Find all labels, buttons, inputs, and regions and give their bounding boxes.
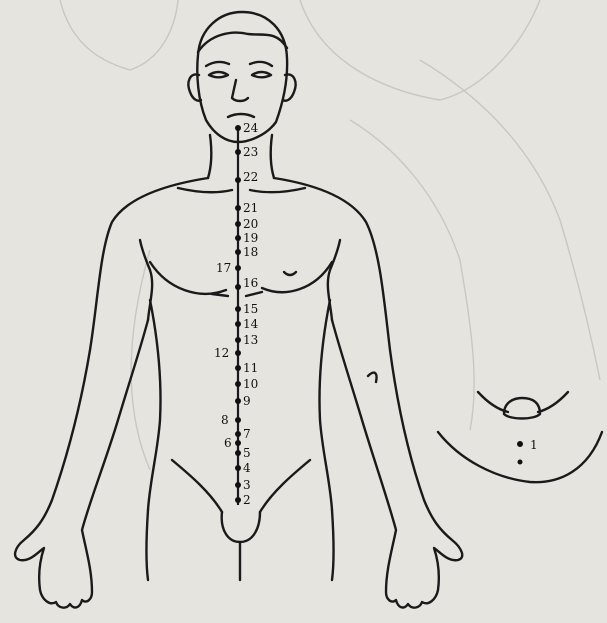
label-18: 18 <box>243 245 258 259</box>
point-14 <box>235 321 241 327</box>
label-13: 13 <box>243 333 258 347</box>
point-17 <box>235 265 241 271</box>
point-15 <box>235 306 241 312</box>
point-6 <box>235 440 241 446</box>
right-elbow-detail <box>368 373 377 382</box>
neck-left <box>208 135 211 178</box>
label-3: 3 <box>243 478 251 492</box>
point-22 <box>235 177 241 183</box>
right-leg <box>332 510 334 580</box>
label-23: 23 <box>243 145 258 159</box>
label-14: 14 <box>243 317 259 331</box>
label-4: 4 <box>243 461 251 475</box>
point-19 <box>235 235 241 241</box>
right-clavicle <box>250 188 305 192</box>
point-9 <box>235 398 241 404</box>
right-pectoral <box>262 262 332 292</box>
point-3 <box>235 482 241 488</box>
right-eye <box>252 72 271 77</box>
label-10: 10 <box>243 377 258 391</box>
label-8: 8 <box>221 413 229 427</box>
label-7: 7 <box>243 427 251 441</box>
label-15: 15 <box>243 302 258 316</box>
point-7 <box>235 431 241 437</box>
label-21: 21 <box>243 201 258 215</box>
point-24 <box>235 125 241 131</box>
point-8 <box>235 417 241 423</box>
left-eye <box>209 72 228 77</box>
neck-right <box>271 135 274 178</box>
point-13 <box>235 337 241 343</box>
point-4 <box>235 465 241 471</box>
label-19: 19 <box>243 231 258 245</box>
mouth <box>228 114 254 117</box>
left-eyebrow <box>206 62 229 66</box>
inset-scrotum <box>504 398 540 419</box>
point-2 <box>235 497 241 503</box>
hairline <box>198 33 287 52</box>
right-eyebrow <box>250 62 272 66</box>
inset-point-1 <box>517 441 523 447</box>
point-10 <box>235 381 241 387</box>
left-leg <box>147 510 149 580</box>
label-22: 22 <box>243 170 258 184</box>
right-arm-outer <box>274 178 462 608</box>
label-16: 16 <box>243 276 258 290</box>
right-torso <box>319 300 332 510</box>
label-11: 11 <box>243 361 258 375</box>
left-torso <box>148 300 161 510</box>
label-20: 20 <box>243 217 258 231</box>
left-pectoral <box>150 262 226 294</box>
left-arm-outer <box>15 178 208 608</box>
label-17: 17 <box>216 261 231 275</box>
left-inguinal <box>172 460 222 512</box>
point-18 <box>235 249 241 255</box>
label-9: 9 <box>243 394 251 408</box>
point-12 <box>235 350 241 356</box>
nose <box>232 80 248 101</box>
label-24: 24 <box>243 121 259 135</box>
left-clavicle <box>178 188 232 192</box>
point-23 <box>235 149 241 155</box>
label-12: 12 <box>214 346 229 360</box>
right-nipple <box>284 272 296 275</box>
point-20 <box>235 221 241 227</box>
right-inguinal <box>260 460 310 512</box>
inset-buttocks-outline <box>438 432 602 482</box>
inset-anus-point <box>518 460 523 465</box>
point-21 <box>235 205 241 211</box>
point-16 <box>235 284 241 290</box>
point-5 <box>235 450 241 456</box>
inset-right-thigh <box>538 392 568 412</box>
ghost-background-figures <box>60 0 600 470</box>
genital-outline <box>222 512 260 542</box>
meridian-points: 2 3 4 5 6 7 8 9 10 11 12 13 14 15 16 17 <box>214 121 259 507</box>
label-6: 6 <box>224 436 232 450</box>
label-2: 2 <box>243 493 251 507</box>
inset-label-1: 1 <box>530 438 538 452</box>
label-5: 5 <box>243 446 251 460</box>
point-11 <box>235 365 241 371</box>
perineum-inset: 1 <box>438 392 602 482</box>
